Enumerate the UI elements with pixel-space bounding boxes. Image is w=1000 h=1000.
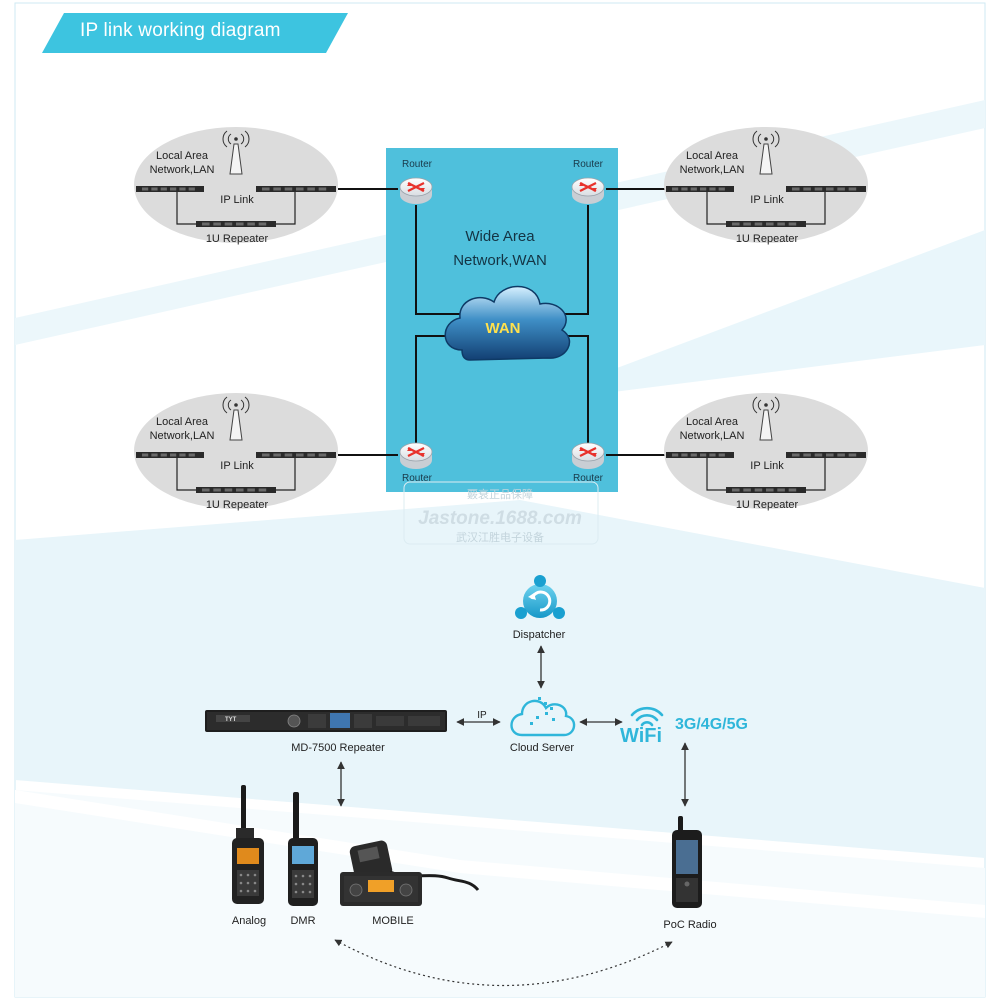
repeater-label: 1U Repeater <box>206 233 269 245</box>
dmr-radio-icon <box>288 792 318 906</box>
repeater-label: 1U Repeater <box>736 233 799 245</box>
cloud-server-icon <box>510 697 576 737</box>
router-icon <box>399 442 433 469</box>
lan-area-label-line1: Local Area <box>686 416 739 428</box>
lan-area-label-line2: Network,LAN <box>680 430 745 442</box>
analog-radio-icon <box>232 785 264 904</box>
lan-area-label-line2: Network,LAN <box>680 164 745 176</box>
repeater-unit-icon <box>136 452 204 458</box>
bg-band <box>15 500 985 858</box>
repeater-unit-icon <box>666 186 734 192</box>
cloud-server-label: Cloud Server <box>510 742 575 754</box>
analog-label: Analog <box>232 915 266 927</box>
page-title: IP link working diagram <box>80 20 281 41</box>
md7500-repeater <box>205 710 447 732</box>
router-label: Router <box>573 473 604 484</box>
dispatcher-icon <box>515 575 565 619</box>
ip-link-label: IP Link <box>750 194 784 206</box>
lan-area-label-line1: Local Area <box>156 150 209 162</box>
lan-area-label-line2: Network,LAN <box>150 430 215 442</box>
lan-ellipse <box>664 127 868 243</box>
antenna-icon <box>752 396 780 441</box>
watermark-line1: 覈衰正品保障 <box>467 487 533 501</box>
mobile-label: MOBILE <box>372 915 414 927</box>
repeater-unit-icon <box>726 487 806 493</box>
wifi-label: WiFi <box>620 725 662 747</box>
lan-ellipse <box>134 127 338 243</box>
lan-area-label-line1: Local Area <box>686 150 739 162</box>
watermark-frame <box>403 481 599 545</box>
repeater-label: 1U Repeater <box>736 499 799 511</box>
header-banner <box>42 13 348 53</box>
antenna-icon <box>222 396 250 441</box>
ip-label: IP <box>477 710 487 721</box>
dispatcher-label: Dispatcher <box>513 629 566 641</box>
poc-label: PoC Radio <box>663 919 716 931</box>
repeater-unit-icon <box>136 186 204 192</box>
wan-title-line2: Network,WAN <box>453 252 547 269</box>
lan-area-label-line2: Network,LAN <box>150 164 215 176</box>
router-label: Router <box>573 159 604 170</box>
wan-title-line1: Wide Area <box>465 228 535 245</box>
router-icon <box>571 177 605 204</box>
repeater-unit-icon <box>256 186 336 192</box>
repeater-unit-icon <box>196 487 276 493</box>
mobile-radio-icon <box>340 840 480 906</box>
lan-ellipse <box>664 393 868 509</box>
bg-stripe <box>15 790 985 918</box>
ip-link-label: IP Link <box>220 460 254 472</box>
repeater-unit-icon <box>726 221 806 227</box>
router-icon <box>571 442 605 469</box>
antenna-icon <box>752 130 780 175</box>
router-label: Router <box>402 473 433 484</box>
repeater-label: 1U Repeater <box>206 499 269 511</box>
wan-cloud-icon <box>444 285 571 361</box>
repeater-brand: TYT <box>225 717 237 723</box>
antenna-icon <box>222 130 250 175</box>
repeater-unit-icon <box>786 452 866 458</box>
repeater-unit-icon <box>196 221 276 227</box>
watermark-line2: Jastone.1688.com <box>418 508 582 529</box>
bg-stripe <box>545 230 985 395</box>
repeater-unit-icon <box>666 452 734 458</box>
lan-ellipse <box>134 393 338 509</box>
wan-cloud-label: WAN <box>486 320 521 337</box>
poc-radio-icon <box>672 816 702 908</box>
networks-label: 3G/4G/5G <box>675 716 748 733</box>
ip-link-label: IP Link <box>750 460 784 472</box>
repeater-unit-icon <box>786 186 866 192</box>
dmr-label: DMR <box>290 915 315 927</box>
repeater-label: MD-7500 Repeater <box>291 742 385 754</box>
ip-link-label: IP Link <box>220 194 254 206</box>
router-icon <box>399 177 433 204</box>
wifi-icon <box>630 706 664 727</box>
watermark-line3: 武汉江胜电子设备 <box>456 530 544 544</box>
router-label: Router <box>402 159 433 170</box>
lan-area-label-line1: Local Area <box>156 416 209 428</box>
repeater-unit-icon <box>256 452 336 458</box>
